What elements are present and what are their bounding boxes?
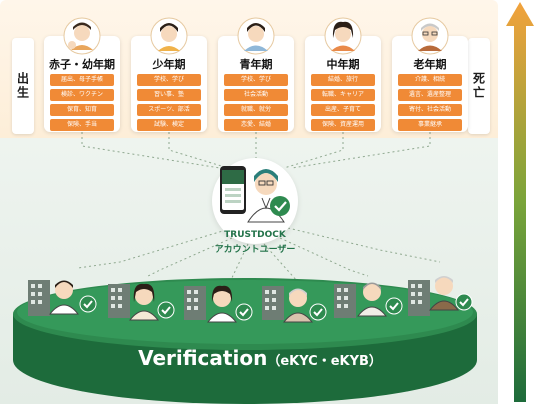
verification-platform xyxy=(13,276,477,404)
person-avatar-icon xyxy=(48,280,80,315)
building-icon xyxy=(28,280,50,316)
person-avatar-icon xyxy=(282,288,314,323)
check-icon xyxy=(79,295,97,313)
person-avatar-icon xyxy=(128,283,160,321)
stage-title: 中年期 xyxy=(326,58,360,71)
person-avatar-icon xyxy=(206,285,238,323)
stage-title: 少年期 xyxy=(152,58,186,71)
check-icon xyxy=(270,196,290,216)
check-icon xyxy=(157,301,175,319)
person-avatar-icon xyxy=(411,17,449,55)
stage-tag: 出産、子育て xyxy=(311,104,375,116)
stage-tag: 事業継承 xyxy=(398,119,462,131)
stage-tag: 遺言、遺産整理 xyxy=(398,89,462,101)
person-avatar-icon xyxy=(63,17,101,55)
building-icon xyxy=(408,280,430,316)
person-avatar-icon xyxy=(237,17,275,55)
stage-tag: 転職、キャリア xyxy=(311,89,375,101)
smartphone-icon xyxy=(220,166,246,214)
stage-tag: 検診、ワクチン xyxy=(50,89,114,101)
building-icon xyxy=(334,284,356,318)
stage-tag: 社会活動 xyxy=(224,89,288,101)
check-icon xyxy=(455,293,473,311)
death-label: 死亡 xyxy=(468,38,490,134)
birth-label: 出生 xyxy=(12,38,34,134)
stage-tag: 恋愛、結婚 xyxy=(224,119,288,131)
stage-tag: 習い事、塾 xyxy=(137,89,201,101)
check-icon xyxy=(309,303,327,321)
stage-avatars xyxy=(63,17,449,55)
stage-tag: 保育、知育 xyxy=(50,104,114,116)
account-user-illustration xyxy=(220,166,290,223)
building-icon xyxy=(262,286,284,320)
check-icon xyxy=(235,303,253,321)
verification-subtitle: （eKYC・eKYB） xyxy=(267,354,382,369)
up-arrow-icon xyxy=(506,2,534,402)
stage-tag: 介護、相続 xyxy=(398,74,462,86)
person-avatar-icon xyxy=(150,17,188,55)
stage-tag: 届出、母子手帳 xyxy=(50,74,114,86)
verification-label: Verification xyxy=(138,346,268,370)
stage-title: 赤子・幼年期 xyxy=(49,58,115,71)
stage-tag: 就職、就労 xyxy=(224,104,288,116)
stage-title: 老年期 xyxy=(413,58,447,71)
stage-tag: 学校、学び xyxy=(137,74,201,86)
stage-tag: 保険、資産運用 xyxy=(311,119,375,131)
stage-tag: スポーツ、部活 xyxy=(137,104,201,116)
center-subtitle: アカウントユーザー xyxy=(214,245,296,255)
stage-tag: 保険、手当 xyxy=(50,119,114,131)
stage-tag: 結婚、旅行 xyxy=(311,74,375,86)
person-avatar-icon xyxy=(324,17,362,55)
building-icon xyxy=(108,284,130,318)
verification-title: Verification（eKYC・eKYB） xyxy=(100,346,420,370)
stage-title: 青年期 xyxy=(239,58,273,71)
center-title: TRUSTDOCK xyxy=(224,230,286,240)
check-icon xyxy=(385,297,403,315)
person-avatar-icon xyxy=(356,282,388,317)
stage-tag: 学校、学び xyxy=(224,74,288,86)
stage-tag: 寄付、社会活動 xyxy=(398,104,462,116)
person-avatar-icon xyxy=(428,276,460,311)
building-icon xyxy=(184,286,206,320)
stage-tag: 試験、検定 xyxy=(137,119,201,131)
